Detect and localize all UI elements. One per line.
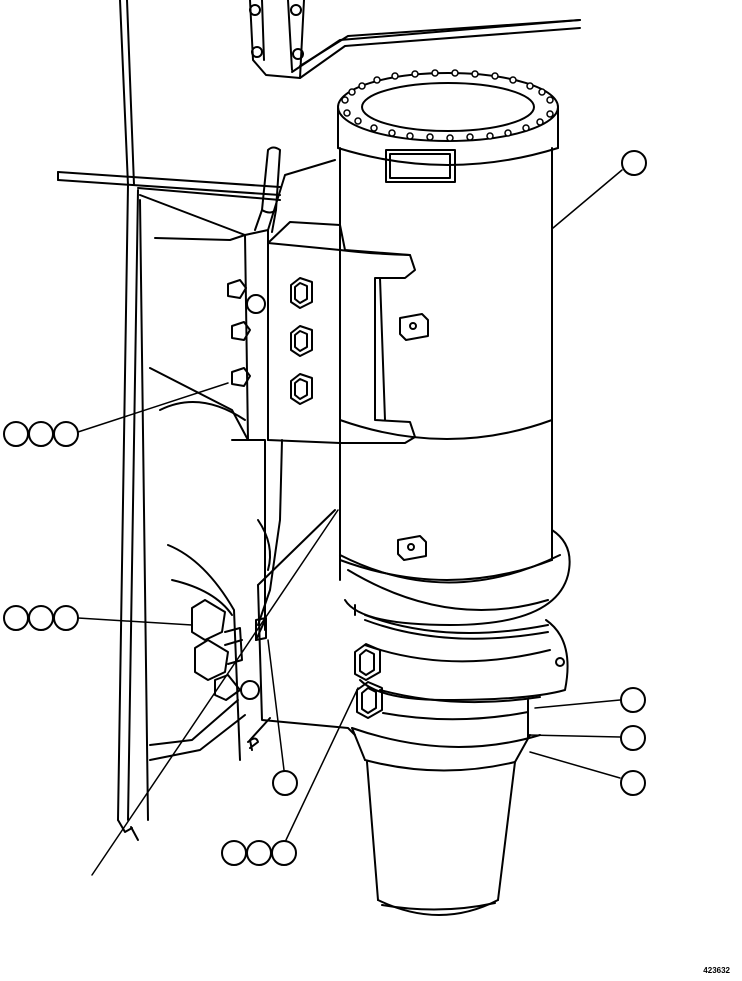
horizontal-beam [57,171,281,201]
cylinder-square-nut-lower [397,535,427,561]
callout-lower-center-group [221,840,297,866]
callout-cylinder [621,150,647,176]
clamp-bolt [290,325,313,357]
flange-bolt-holes [341,69,554,142]
callout-middle-left-group [3,605,79,631]
mounting-plate [139,159,336,761]
leader-lines [77,169,623,876]
cylinder-upper-barrel [337,72,559,561]
small-plate [255,617,267,641]
callout-right-1 [620,687,646,713]
top-bracket [249,0,581,79]
callout-right-2 [620,725,646,751]
lower-cup [351,727,541,916]
housing-bolt [356,681,383,719]
connector-tube [254,146,281,233]
callout-upper-left-group [3,421,79,447]
swivel-housing [339,529,571,739]
clamp-bolt [290,373,313,405]
clamp-bolts [227,277,313,405]
cylinder-square-nut-upper [399,313,429,341]
housing-bolt [354,643,381,681]
callout-right-3 [620,770,646,796]
callout-small-plate [272,770,298,796]
clamp-bolt [290,277,313,309]
lower-plate [191,509,356,751]
frame-rail [117,0,149,841]
housing-bolts [354,643,383,719]
figure-reference-code: 423632 [703,966,730,975]
saddle-clamp [267,221,416,444]
